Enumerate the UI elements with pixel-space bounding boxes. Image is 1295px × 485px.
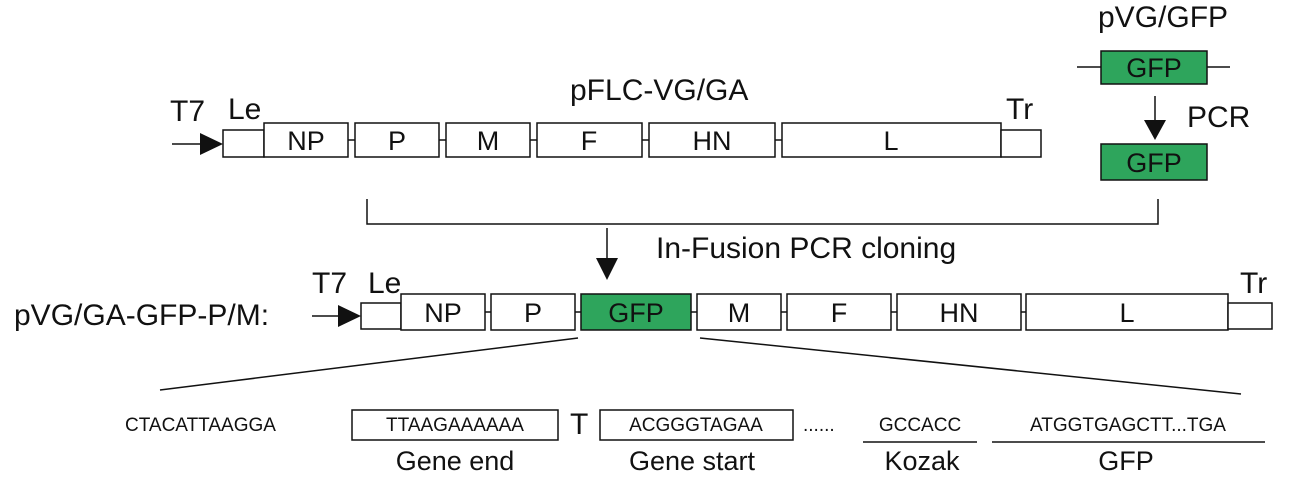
- sequence-gap-dots: ......: [803, 415, 835, 436]
- bottom-gene-gfp-label: GFP: [608, 298, 664, 328]
- gene-start-sequence: ACGGGTAGAA: [629, 415, 763, 436]
- bottom-gene-GFP: GFP: [580, 293, 692, 331]
- top-gene-M: M: [445, 122, 531, 158]
- pcr-arrowhead: [1144, 120, 1166, 140]
- bottom-gene-HN: HN: [896, 293, 1022, 331]
- zoom-line-left: [159, 337, 579, 391]
- top-gene-L: L: [781, 122, 1002, 158]
- bottom-trailer-label: Tr: [1240, 267, 1267, 300]
- top-leader-box: [222, 129, 265, 158]
- gene-end-sequence: TTAAGAAAAAA: [386, 415, 524, 436]
- gene-end-label: Gene end: [396, 446, 515, 476]
- top-gene-hn-label: HN: [693, 126, 732, 156]
- bottom-gene-np-label: NP: [424, 298, 462, 328]
- top-leader-label: Le: [228, 93, 261, 126]
- bottom-gene-P: P: [490, 293, 576, 331]
- top-construct-title: pFLC-VG/GA: [570, 74, 748, 107]
- cloning-arrowhead: [596, 258, 618, 280]
- pcr-label: PCR: [1187, 101, 1250, 134]
- top-gene-HN: HN: [648, 122, 776, 158]
- bottom-gene-hn-label: HN: [940, 298, 979, 328]
- bottom-gene-M: M: [696, 293, 782, 331]
- insert-gfp-box: GFP: [1100, 50, 1208, 85]
- gfp-sequence-label: GFP: [1098, 446, 1154, 476]
- top-t7-arrowhead: [200, 133, 223, 155]
- top-gene-m-label: M: [477, 126, 500, 156]
- bottom-gene-f-label: F: [831, 298, 848, 328]
- gfp-sequence: ATGGTGAGCTT...TGA: [1030, 415, 1226, 436]
- sequence-prefix: CTACATTAAGGA: [125, 415, 276, 436]
- top-gene-P: P: [354, 122, 440, 158]
- bottom-gene-l-label: L: [1119, 298, 1134, 328]
- gene-end-box: [351, 409, 559, 441]
- bottom-gene-F: F: [786, 293, 892, 331]
- top-gene-NP: NP: [263, 122, 349, 158]
- cloning-step-label: In-Fusion PCR cloning: [656, 232, 956, 265]
- bottom-gene-L: L: [1025, 293, 1229, 331]
- bottom-t7-arrowhead: [338, 305, 361, 327]
- bottom-leader-box: [360, 302, 402, 330]
- kozak-sequence: GCCACC: [879, 415, 961, 436]
- pcr-product-gfp-label: GFP: [1126, 148, 1182, 178]
- pcr-product-gfp-box: GFP: [1100, 143, 1208, 181]
- gene-start-box: [599, 409, 794, 441]
- bottom-t7-label: T7: [312, 267, 347, 300]
- insert-gfp-label: GFP: [1126, 53, 1182, 83]
- top-gene-F: F: [536, 122, 643, 158]
- top-gene-np-label: NP: [287, 126, 325, 156]
- bottom-trailer-box: [1227, 302, 1273, 330]
- insert-plasmid-title: pVG/GFP: [1098, 1, 1228, 34]
- zoom-line-right: [699, 337, 1242, 395]
- top-gene-l-label: L: [883, 126, 898, 156]
- bottom-construct-title: pVG/GA-GFP-P/M:: [14, 299, 269, 332]
- bottom-gene-p-label: P: [524, 298, 542, 328]
- gene-start-label: Gene start: [629, 446, 756, 476]
- top-trailer-label: Tr: [1006, 93, 1033, 126]
- cloning-bracket: [366, 199, 1159, 225]
- top-t7-label: T7: [170, 95, 205, 128]
- bottom-gene-m-label: M: [728, 298, 751, 328]
- spacer-nucleotide: T: [570, 408, 588, 441]
- bottom-leader-label: Le: [368, 267, 401, 300]
- kozak-label: Kozak: [884, 446, 960, 476]
- top-gene-p-label: P: [388, 126, 406, 156]
- top-gene-f-label: F: [581, 126, 598, 156]
- top-trailer-box: [1000, 129, 1042, 158]
- bottom-gene-NP: NP: [400, 293, 486, 331]
